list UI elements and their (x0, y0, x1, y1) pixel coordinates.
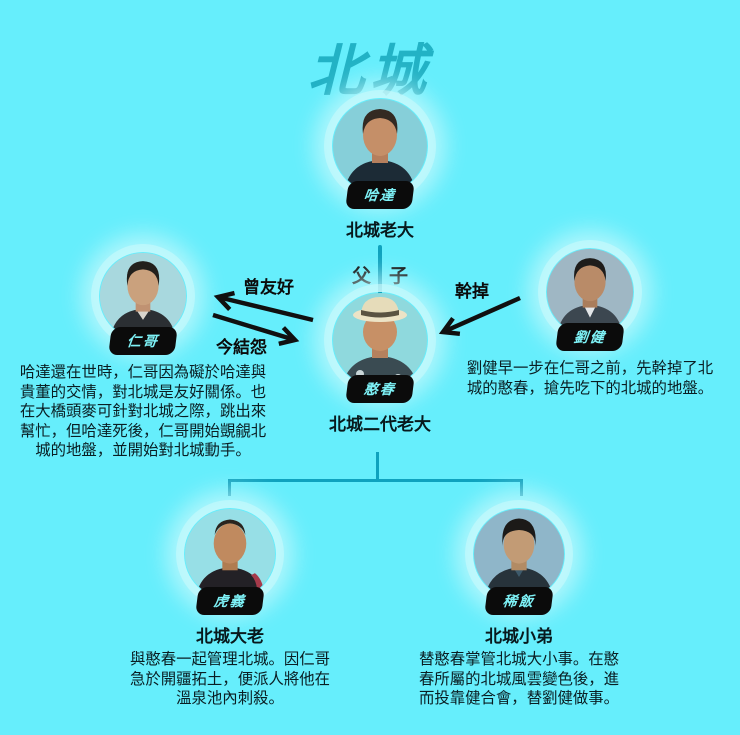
father-son-line (378, 245, 382, 303)
renge-avatar-icon (99, 252, 187, 340)
character-card-hada: 哈達 北城老大 (270, 98, 490, 241)
hanchun-photo (332, 292, 428, 388)
son-label: 子 (389, 265, 409, 287)
xifan-name-badge: 稀飯 (484, 587, 554, 615)
hada-role: 北城老大 (346, 221, 414, 240)
kill-label: 幹掉 (455, 282, 489, 301)
hanchun-avatar-icon (333, 293, 427, 387)
character-card-xifan: 稀飯 北城小弟 替憨春掌管北城大小事。在憨春所屬的北城風雲變色後，進而投靠健合會… (409, 508, 629, 709)
renge-name-badge: 仁哥 (108, 327, 178, 355)
character-card-hanchun: 憨春 北城二代老大 (270, 292, 490, 435)
mutual-arrows-icon (212, 290, 314, 346)
renge-photo (99, 252, 187, 340)
now-feud-label: 今結怨 (216, 338, 267, 357)
character-card-liujian: 劉健 劉健早一步在仁哥之前，先幹掉了北城的憨春，搶先吃下的北城的地盤。 (464, 248, 716, 398)
xifan-role: 北城小弟 (485, 627, 553, 646)
character-card-renge: 仁哥 哈達還在世時，仁哥因為礙於哈達與貴董的交情，對北城是友好關係。也在大橋頭麥… (17, 252, 269, 461)
tree-connector-drop-right (520, 479, 523, 496)
hanchun-role: 北城二代老大 (329, 415, 431, 434)
hada-name-badge: 哈達 (345, 181, 415, 209)
tree-connector-vertical (376, 452, 379, 480)
huyi-description: 與憨春一起管理北城。因仁哥急於開疆拓土，便派人將他在溫泉池內刺殺。 (129, 651, 331, 708)
father-label: 父 (351, 265, 371, 287)
hada-photo (332, 98, 428, 194)
page-title: 北城 (308, 39, 432, 102)
liujian-name-badge: 劉健 (555, 323, 625, 351)
kill-arrow-icon (438, 295, 521, 337)
huyi-name-badge: 虎義 (195, 587, 265, 615)
liujian-description: 劉健早一步在仁哥之前，先幹掉了北城的憨春，搶先吃下的北城的地盤。 (466, 360, 714, 397)
xifan-description: 替憨春掌管北城大小事。在憨春所屬的北城風雲變色後，進而投靠健合會，替劉健做事。 (418, 651, 620, 708)
renge-description: 哈達還在世時，仁哥因為礙於哈達與貴董的交情，對北城是友好關係。也在大橋頭麥可針對… (19, 364, 267, 460)
huyi-role: 北城大老 (196, 627, 264, 646)
hanchun-name-badge: 憨春 (345, 375, 415, 403)
hada-avatar-icon (333, 99, 427, 193)
once-friendly-label: 曾友好 (243, 278, 294, 297)
relationship-father-son: 父 子 (331, 245, 429, 303)
tree-connector-drop-left (228, 479, 231, 496)
character-card-huyi: 虎義 北城大老 與憨春一起管理北城。因仁哥急於開疆拓土，便派人將他在溫泉池內刺殺… (120, 508, 340, 709)
tree-connector-horizontal (228, 479, 523, 482)
